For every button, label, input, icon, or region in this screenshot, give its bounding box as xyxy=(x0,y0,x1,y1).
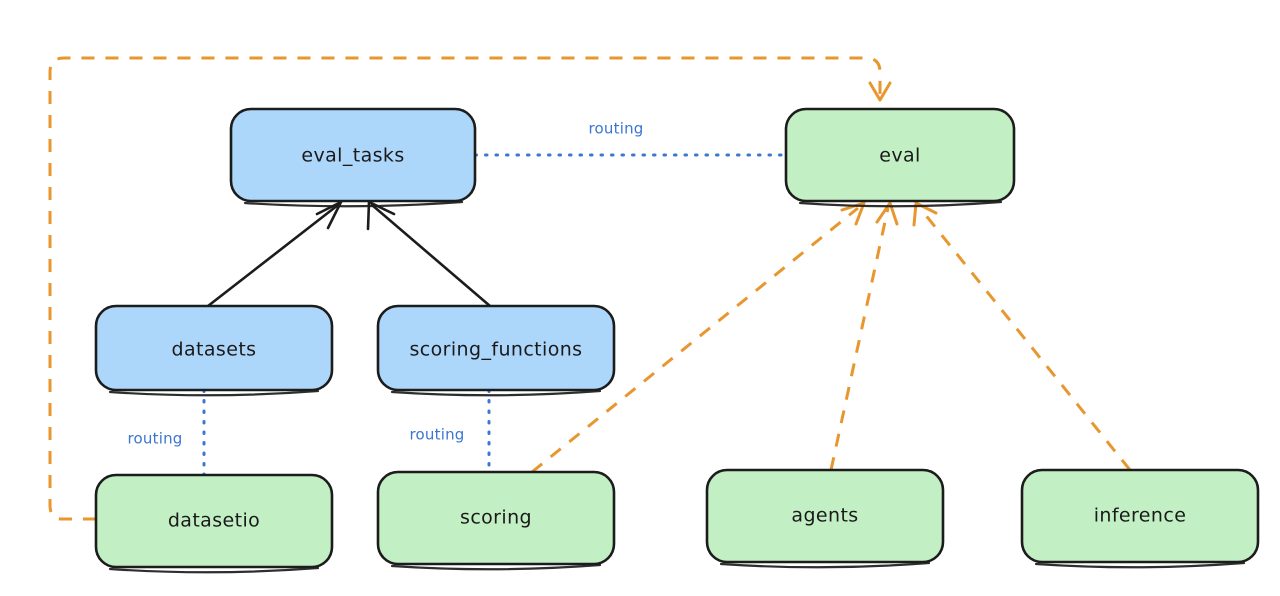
node-datasets-label: datasets xyxy=(172,339,257,361)
node-datasetio[interactable]: datasetio xyxy=(94,473,334,574)
node-scoring-box xyxy=(376,470,616,566)
edge-datasetio-to-eval-arrowhead xyxy=(868,81,892,102)
node-eval-tasks-shadow xyxy=(243,200,464,208)
edge-layer xyxy=(48,56,1132,521)
node-datasets[interactable]: datasets xyxy=(94,304,334,397)
node-agents-box xyxy=(705,468,945,564)
node-scoring-label: scoring xyxy=(460,507,532,529)
edge-scoring-to-eval-arrowhead xyxy=(840,201,866,226)
node-inference-label: inference xyxy=(1094,505,1187,527)
edge-scoring-functions-to-eval-tasks-line xyxy=(370,203,492,308)
node-datasetio-shadow xyxy=(108,566,320,574)
edge-label-routing-scoring-functions-scoring: routing xyxy=(410,426,465,444)
node-agents-shadow xyxy=(719,561,931,569)
node-eval-label: eval xyxy=(879,145,920,167)
edge-agents-to-eval-line xyxy=(829,207,890,471)
node-scoring-functions-shadow xyxy=(390,389,602,397)
node-agents-label: agents xyxy=(791,505,858,527)
node-scoring-functions[interactable]: scoring_functions xyxy=(376,304,616,397)
edge-datasetio-to-eval-line xyxy=(48,56,882,521)
edge-datasets-to-eval-tasks[interactable] xyxy=(206,200,343,308)
node-scoring-shadow xyxy=(390,563,602,571)
edge-label-routing-datasets-datasetio: routing xyxy=(128,430,183,448)
node-scoring[interactable]: scoring xyxy=(376,470,616,571)
edge-label-layer: routing routing routing xyxy=(128,120,644,448)
node-inference[interactable]: inference xyxy=(1020,468,1260,569)
edge-datasetio-to-eval[interactable] xyxy=(48,56,892,521)
node-datasets-shadow xyxy=(108,389,320,397)
node-datasets-box xyxy=(94,304,334,392)
node-agents[interactable]: agents xyxy=(705,468,945,569)
node-eval-tasks-label: eval_tasks xyxy=(301,145,404,167)
node-scoring-functions-label: scoring_functions xyxy=(410,339,583,361)
edge-inference-to-eval[interactable] xyxy=(912,201,1132,471)
node-inference-box xyxy=(1020,468,1260,564)
node-datasetio-box xyxy=(94,473,334,569)
node-scoring-functions-box xyxy=(376,304,616,392)
node-datasetio-label: datasetio xyxy=(168,510,260,532)
node-layer: eval_tasks eval datasets scoring_functio… xyxy=(94,107,1260,574)
node-eval[interactable]: eval xyxy=(784,107,1016,208)
node-inference-shadow xyxy=(1034,561,1246,569)
node-eval-tasks[interactable]: eval_tasks xyxy=(229,107,477,208)
edge-agents-to-eval[interactable] xyxy=(829,201,899,471)
node-eval-tasks-box xyxy=(229,107,477,203)
edge-inference-to-eval-line xyxy=(918,207,1132,471)
edge-label-routing-eval-tasks-eval: routing xyxy=(589,120,644,138)
node-eval-box xyxy=(784,107,1016,203)
edge-scoring-functions-to-eval-tasks[interactable] xyxy=(366,200,492,308)
edge-datasets-to-eval-tasks-line xyxy=(206,203,340,308)
edge-scoring-to-eval[interactable] xyxy=(531,201,866,474)
edge-agents-to-eval-arrowhead xyxy=(875,201,899,226)
edge-inference-to-eval-arrowhead xyxy=(912,201,938,227)
node-eval-shadow xyxy=(798,200,1003,208)
